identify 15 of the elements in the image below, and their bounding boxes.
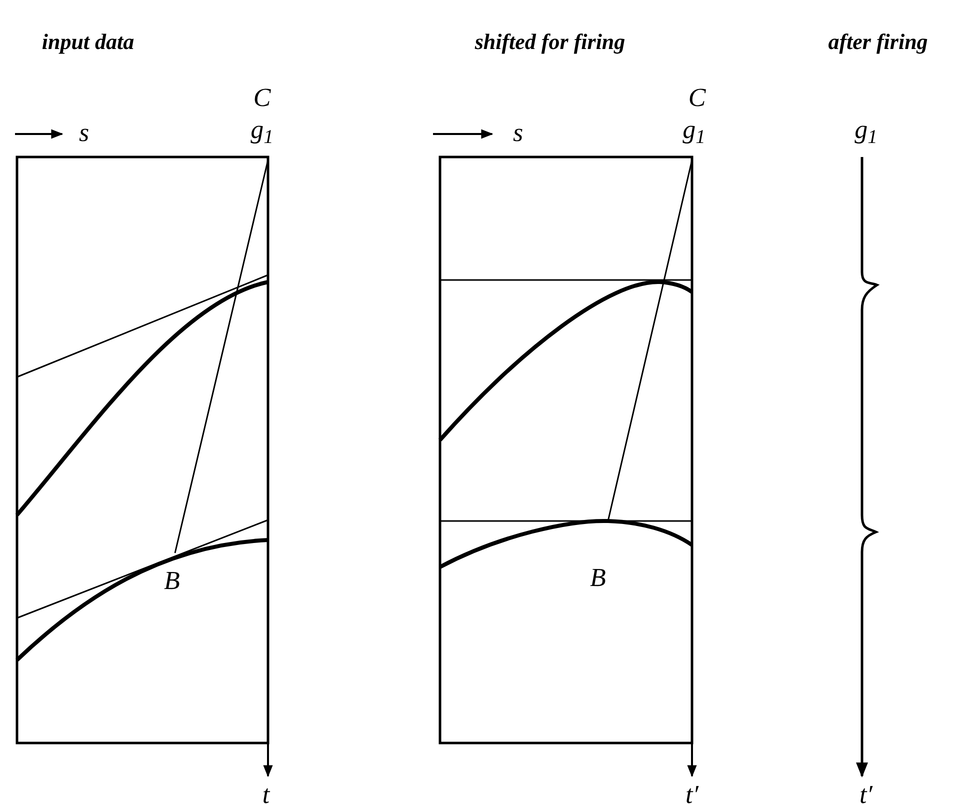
trace-label: g$_{1}$ bbox=[854, 117, 878, 143]
trace-label: g$_{1}$ bbox=[250, 117, 274, 143]
trace-label: g$_{1}$ bbox=[682, 117, 706, 143]
point-label: C bbox=[688, 85, 706, 111]
axis-label: s bbox=[78, 120, 90, 146]
panel-title: shifted for firing bbox=[474, 31, 626, 53]
axis-label: s bbox=[512, 120, 524, 146]
axis-label: t′ bbox=[686, 782, 698, 804]
axis-label: t′ bbox=[860, 782, 872, 804]
panel-title: after firing bbox=[828, 31, 928, 53]
axis-label: t bbox=[262, 782, 270, 804]
panel-title: input data bbox=[42, 31, 134, 53]
point-label: B bbox=[590, 565, 606, 591]
point-label: C bbox=[253, 85, 271, 111]
point-label: B bbox=[164, 568, 180, 594]
